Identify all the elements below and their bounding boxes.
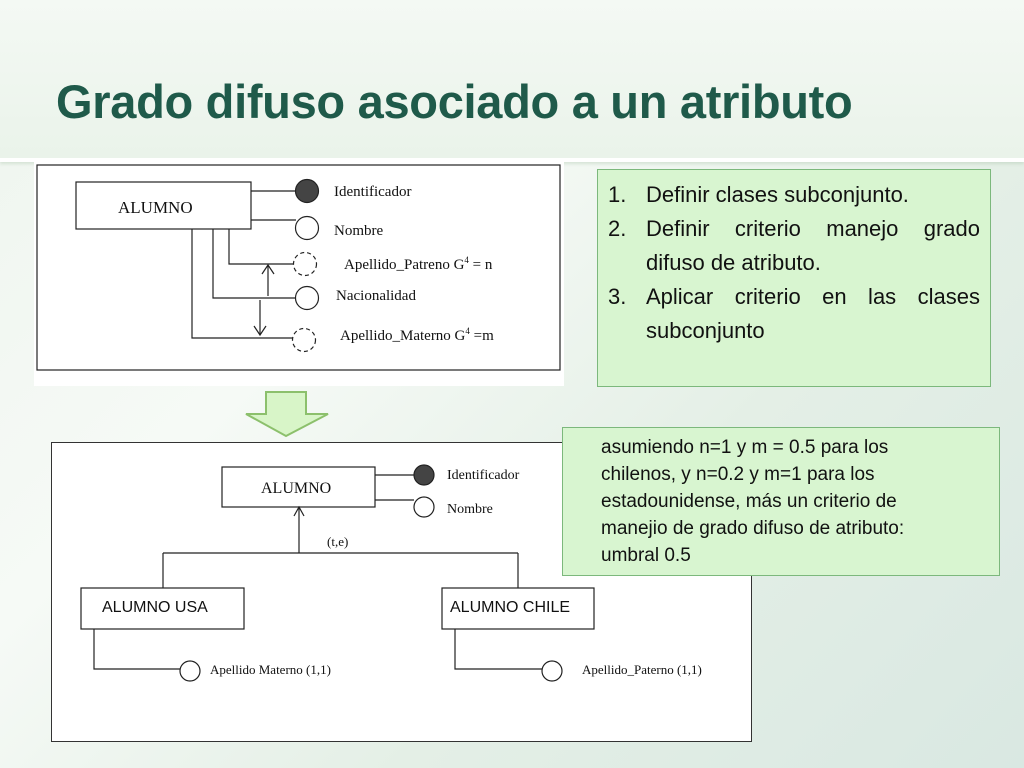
- step-item: 1.Definir clases subconjunto.: [608, 182, 909, 207]
- chile-attr-label: Apellido_Paterno (1,1): [582, 662, 702, 677]
- top-diagram-lines: [36, 164, 561, 371]
- top-entity-label: ALUMNO: [118, 198, 193, 217]
- title-band: [0, 0, 1024, 162]
- step-item: 3.Aplicar criterio en las clases subconj…: [608, 284, 980, 343]
- bottom-attr-identificador: Identificador: [447, 468, 520, 483]
- top-diagram-panel: ALUMNO Identificador Nombre Apellido_Pat…: [34, 162, 564, 386]
- bottom-attr-nombre: Nombre: [447, 502, 493, 517]
- step-item: 2.Definir criterio manejo grado difuso d…: [608, 216, 980, 275]
- bottom-diagram-panel: ALUMNO Identificador Nombre (t,e) ALUMNO…: [51, 442, 752, 742]
- attr-identificador: Identificador: [334, 184, 412, 200]
- assumption-note-box: asumiendo n=1 y m = 0.5 para los chileno…: [562, 427, 1000, 576]
- sub-alumno-usa: ALUMNO USA: [102, 599, 208, 616]
- attr-apellido-materno: Apellido_Materno G4 =m: [340, 326, 494, 344]
- steps-list: 1.Definir clases subconjunto. 2.Definir …: [598, 178, 980, 348]
- bottom-diagram-lines: [80, 464, 595, 682]
- bottom-entity-label: ALUMNO: [261, 480, 332, 497]
- attr-nacionalidad: Nacionalidad: [336, 288, 416, 304]
- sub-alumno-chile: ALUMNO CHILE: [450, 599, 571, 616]
- steps-box: 1.Definir clases subconjunto. 2.Definir …: [597, 169, 991, 387]
- transform-arrow: [245, 391, 329, 438]
- usa-attr-label: Apellido Materno (1,1): [210, 662, 331, 677]
- attr-apellido-patreno: Apellido_Patreno G4 = n: [344, 255, 493, 273]
- slide-title: Grado difuso asociado a un atributo: [56, 75, 853, 128]
- assumption-note: asumiendo n=1 y m = 0.5 para los chileno…: [601, 437, 905, 566]
- attr-nombre: Nombre: [334, 223, 384, 239]
- constraint-label: (t,e): [327, 534, 349, 549]
